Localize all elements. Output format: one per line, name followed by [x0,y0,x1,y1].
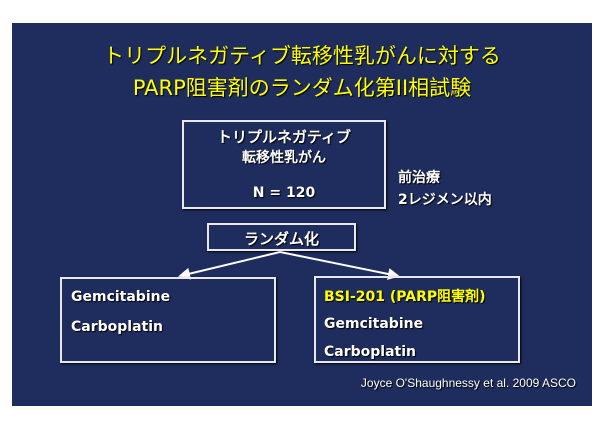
slide-title-line2: PARP阻害剤のランダム化第II相試験 [132,76,472,100]
randomization-label: ランダム化 [243,230,319,248]
arrow-right [279,251,400,280]
experimental-arm-box: BSI-201 (PARP阻害剤) Gemcitabine Carboplati… [314,276,520,363]
randomization-box: ランダム化 [207,223,356,251]
arrow-left [178,251,281,280]
slide: トリプルネガティブ転移性乳がんに対する PARP阻害剤のランダム化第II相試験 … [12,23,592,406]
prior-treatment-line2: 2レジメン以内 [398,192,492,208]
experimental-arm-item: Carboplatin [324,344,416,360]
arrows [178,251,400,280]
experimental-arm-item: Gemcitabine [324,316,424,332]
population-box: トリプルネガティブ 転移性乳がん N = 120 [182,120,386,209]
control-arm-item: Carboplatin [71,319,163,335]
population-line2: 転移性乳がん [242,150,326,166]
population-line1: トリプルネガティブ [216,128,352,146]
population-n: N = 120 [252,185,316,201]
slide-title-line1: トリプルネガティブ転移性乳がんに対する [103,44,501,68]
control-arm-item: Gemcitabine [71,289,171,305]
control-arm-box: Gemcitabine Carboplatin [60,277,276,363]
experimental-arm-highlight: BSI-201 (PARP阻害剤) [324,289,486,305]
citation: Joyce O'Shaughnessy et al. 2009 ASCO [360,376,576,390]
prior-treatment-line1: 前治療 [398,170,440,186]
